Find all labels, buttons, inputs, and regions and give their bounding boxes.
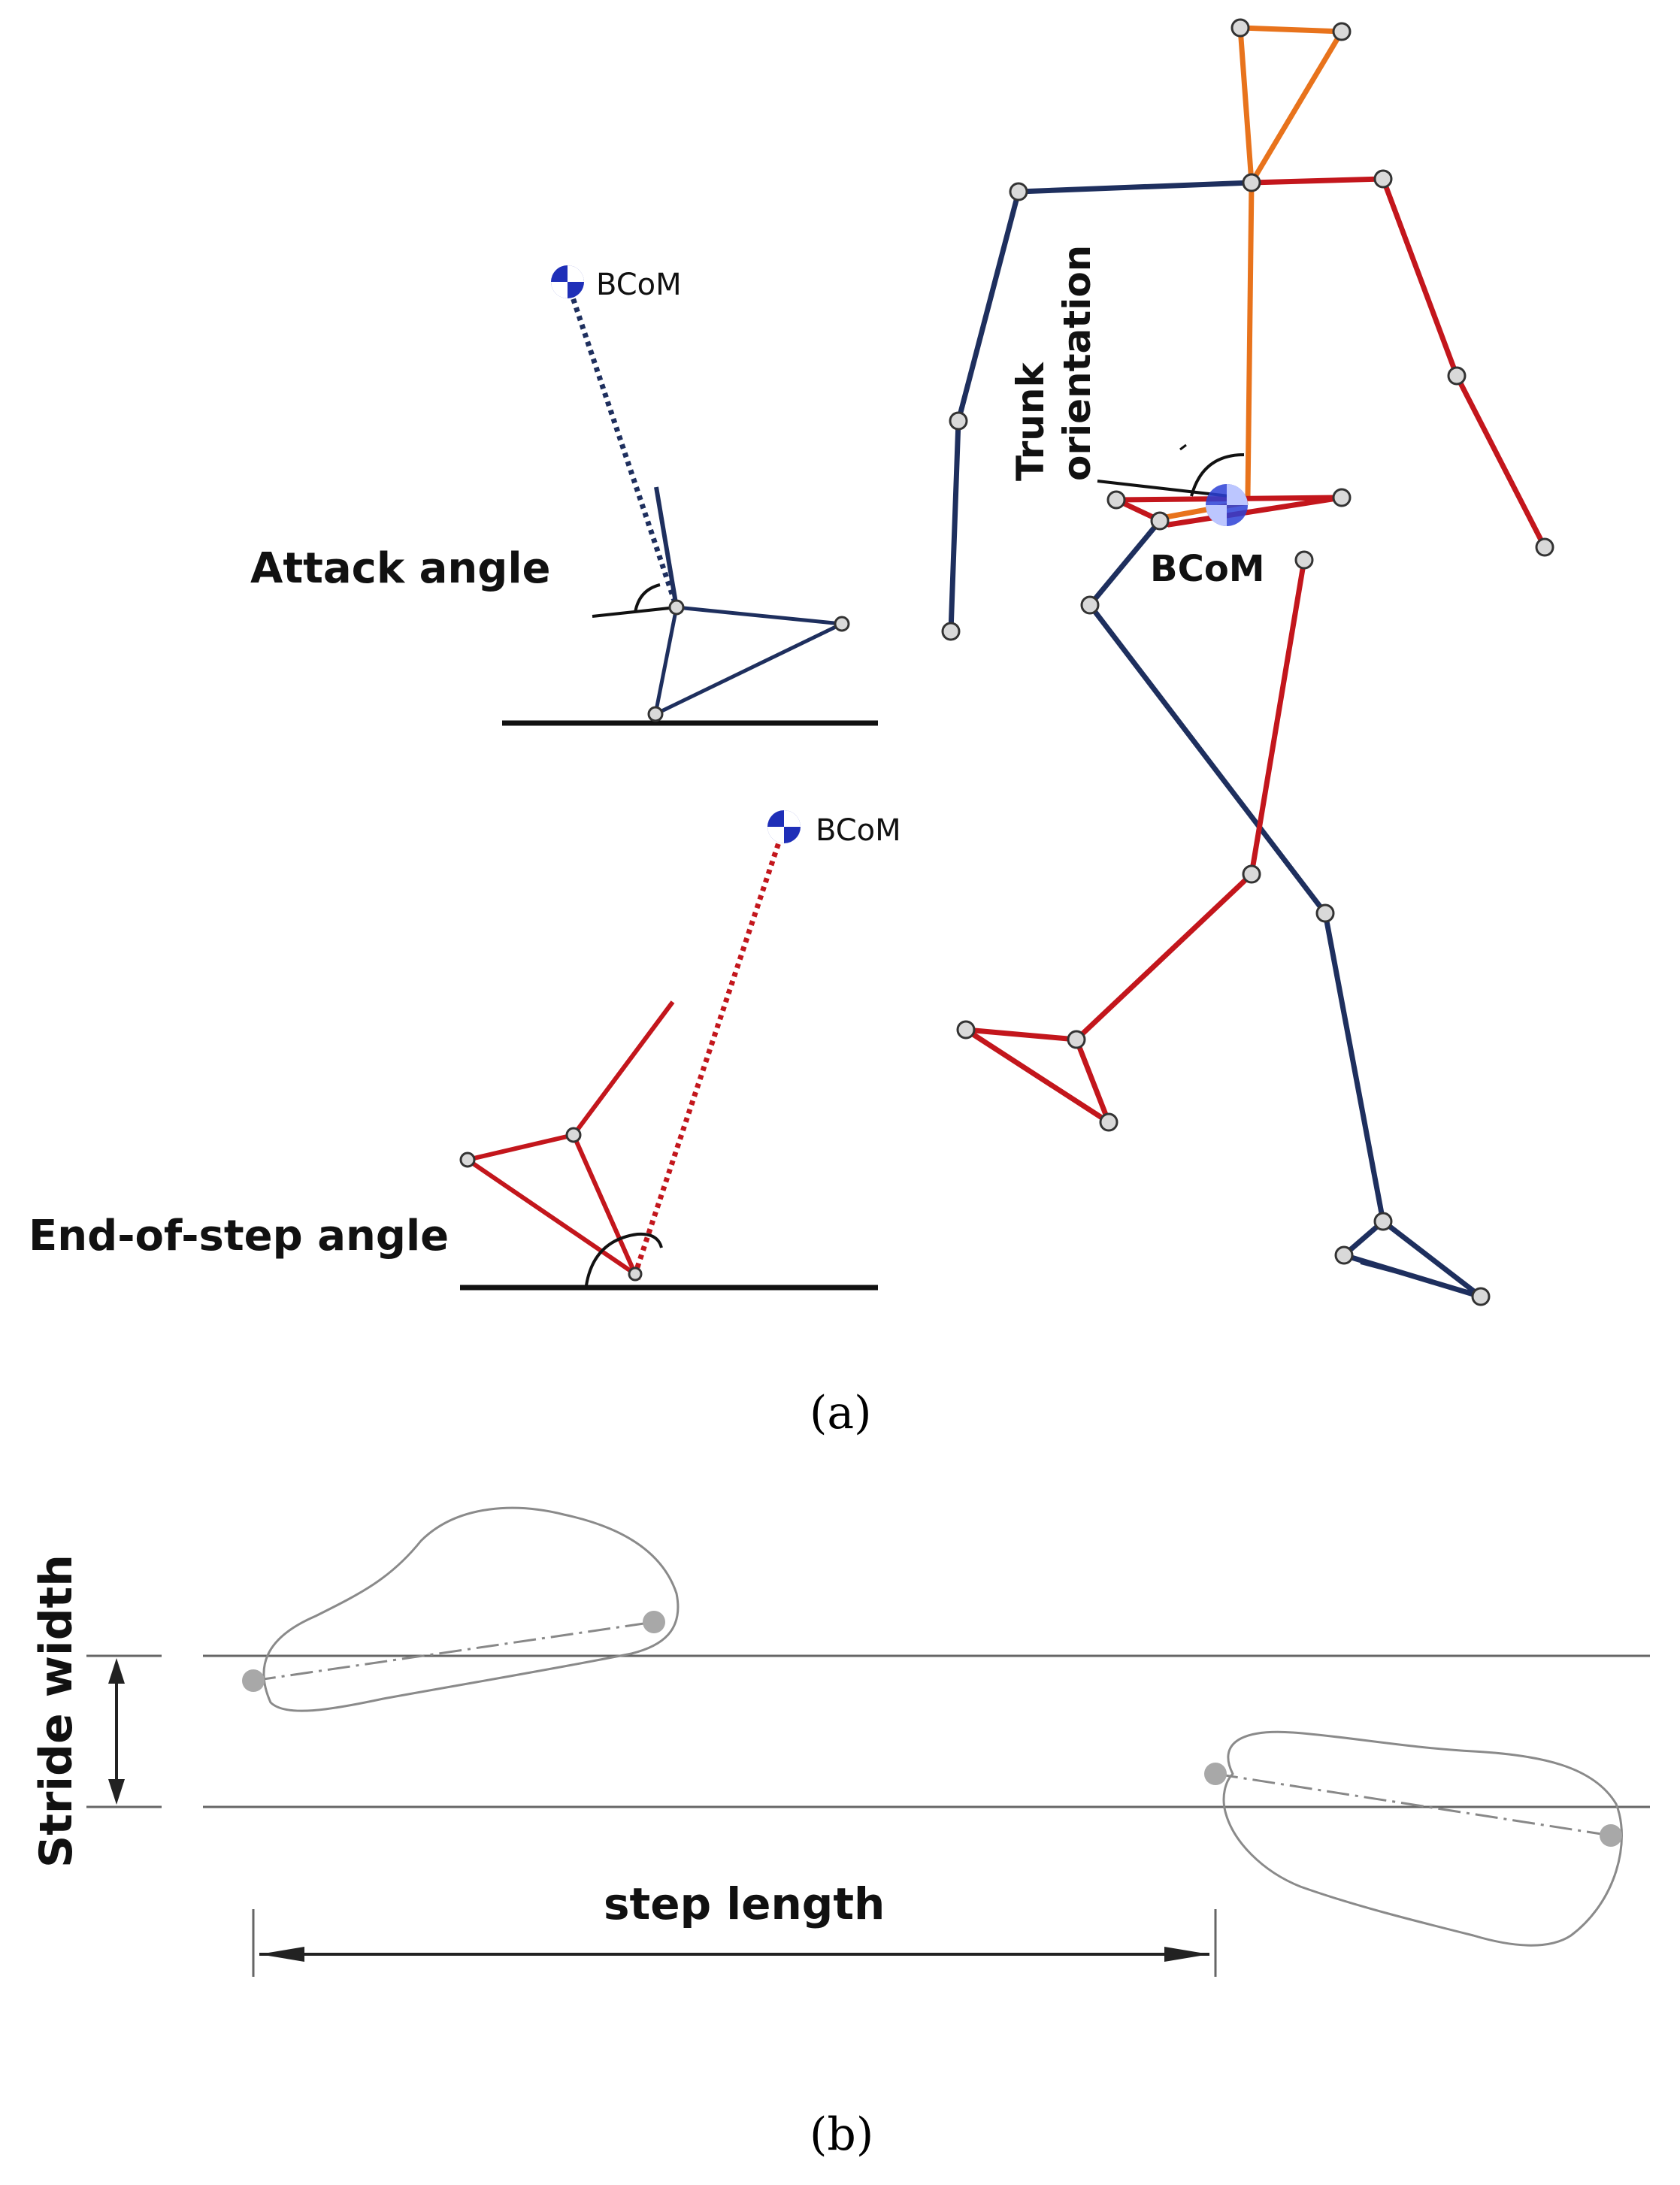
toe-marker: [1600, 1824, 1622, 1847]
stick-figure: BCoM Trunk orientation: [941, 18, 1554, 1306]
step-length-label: step length: [604, 1878, 885, 1929]
joint: [1080, 595, 1100, 615]
joint: [941, 622, 961, 641]
bcom-marker: [767, 810, 801, 843]
end-of-step-angle-inset: BCoM End-of-step angle: [29, 810, 901, 1291]
ankle-joint: [668, 599, 685, 616]
shank-line: [571, 1000, 675, 1136]
stride-width-dimension: [108, 1658, 125, 1805]
heel-joint: [459, 1152, 476, 1168]
stride-width-label: Stride width: [30, 1554, 83, 1868]
bcom-projection-line: [632, 825, 787, 1276]
end-of-step-angle-arc: [585, 1232, 663, 1286]
joint: [949, 411, 968, 431]
left-leg: [1086, 519, 1386, 1222]
left-shoulder-line: [1018, 180, 1252, 195]
joint: [1009, 182, 1028, 201]
joint: [1150, 511, 1170, 531]
foot-triangle: [652, 605, 849, 718]
left-foot: [1338, 1219, 1483, 1300]
end-of-step-angle-label: End-of-step angle: [29, 1212, 449, 1260]
bcom-label: BCoM: [596, 268, 682, 302]
heel-marker: [1204, 1763, 1227, 1785]
ankle-joint: [565, 1127, 582, 1143]
joint: [1230, 18, 1250, 38]
right-shoulder-line: [1251, 176, 1384, 186]
trunk-orientation-label-line2: orientation: [1055, 245, 1099, 481]
bcom-label: BCoM: [816, 813, 901, 848]
bcom-marker: [1206, 484, 1248, 526]
trunk-line: [1245, 182, 1255, 497]
joint: [1294, 550, 1314, 570]
bcom-projection-line: [565, 280, 680, 609]
joint: [1373, 1212, 1393, 1231]
shank-line: [654, 486, 679, 608]
trunk-orientation-pointer: [1097, 480, 1230, 498]
footprint-left: [242, 1506, 680, 1712]
panel-a-caption: (a): [810, 1387, 872, 1439]
joint: [1315, 903, 1335, 923]
toe-joint: [834, 616, 850, 632]
joint: [1334, 1245, 1354, 1265]
right-arm: [1380, 177, 1548, 549]
trunk-orientation-tick: [1179, 443, 1187, 451]
panel-b-caption: (b): [810, 2108, 873, 2161]
attack-angle-label: Attack angle: [250, 544, 551, 593]
toe-marker: [643, 1611, 665, 1633]
joint: [1373, 169, 1393, 189]
heel-marker: [242, 1669, 265, 1692]
panel-a: BCoM Attack angle BCoM End-of-step angle: [29, 18, 1554, 1439]
foot-triangle: [462, 1133, 641, 1281]
joint: [1242, 173, 1261, 192]
bcom-label: BCoM: [1150, 548, 1265, 590]
trunk-orientation-arc: [1190, 453, 1245, 497]
joint: [1332, 22, 1352, 41]
attack-angle-arc: [634, 583, 661, 613]
joint: [1332, 488, 1352, 507]
joint-markers: [941, 18, 1554, 1306]
joint: [1106, 490, 1126, 510]
joint: [1447, 366, 1467, 386]
toe-joint: [628, 1267, 643, 1282]
left-foot-inner: [1360, 1261, 1474, 1294]
footprint-right: [1204, 1730, 1623, 1947]
trunk-orientation-label-line1: Trunk: [1009, 362, 1052, 481]
attack-angle-inset: BCoM Attack angle: [250, 265, 878, 726]
joint: [1099, 1112, 1118, 1132]
head-triangle: [1237, 25, 1347, 192]
heel-joint: [647, 706, 664, 722]
joint: [1471, 1287, 1491, 1306]
joint: [1535, 537, 1554, 557]
joint: [956, 1020, 976, 1040]
step-length-dimension: [252, 1909, 1217, 1977]
bcom-marker: [551, 265, 584, 298]
panel-b: Stride width step length (b): [30, 1506, 1650, 2161]
joint: [1242, 864, 1261, 884]
right-foot: [964, 1027, 1115, 1129]
joint: [1067, 1030, 1086, 1049]
